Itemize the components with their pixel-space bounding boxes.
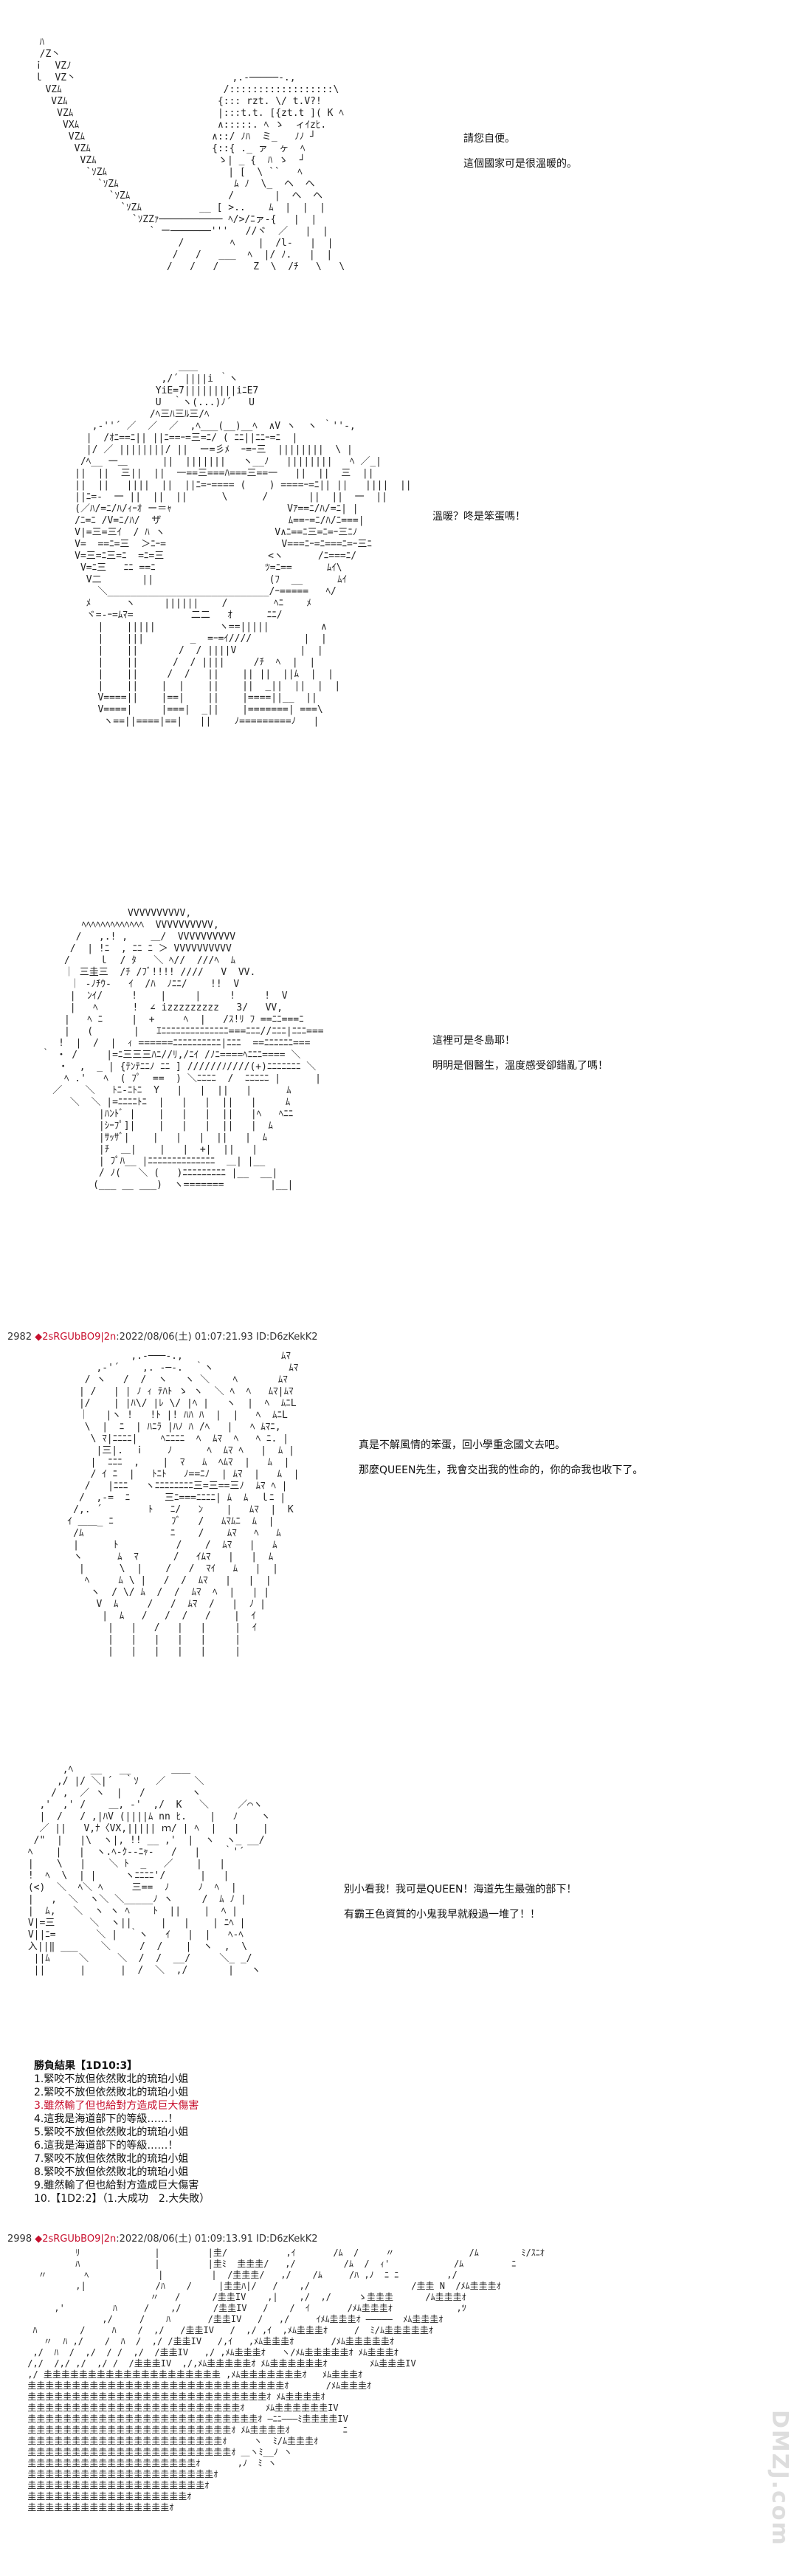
dialog-line: 那麼QUEEN先生，我會交出我的性命的，你的命我也收下了。 <box>359 1464 644 1476</box>
dialog-block: 溫暖？咚是笨蛋嗎！ <box>432 509 525 534</box>
result-item: 6.這我是海道部下的等級……！ <box>34 2140 179 2152</box>
result-item: 4.這我是海道部下的等級……！ <box>34 2113 179 2125</box>
post-header: 2998 ◆2sRGUbBO9|2n:2022/08/06(土) 01:09:1… <box>7 2231 318 2245</box>
post-header: 2982 ◆2sRGUbBO9|2n:2022/08/06(土) 01:07:2… <box>7 1329 318 1343</box>
ascii-art-hooded-figure: VVVVVVVVVV, ﾍﾍﾍﾍﾍﾍﾍﾍﾍﾍﾍﾍﾍ VVVVVVVVVV, / … <box>41 908 324 1191</box>
result-item: 8.緊咬不放但依然敗北的琉珀小姐 <box>34 2166 189 2178</box>
ascii-art-impact-effect: ﾘ | |圭/ ,ｲ /ﾑ / 〃 /ﾑ ﾐ/ｽﾆｵ ﾊ | |圭ﾐ 圭圭圭/ … <box>27 2248 545 2513</box>
panel-1: ﾊ /Z丶 ｉ VZﾉ ｌ VZ丶 ,.-─────-., VZﾑ /:::::… <box>0 0 797 347</box>
dialog-line: 明明是個醫生，溫度感受卻錯亂了嗎！ <box>432 1060 608 1072</box>
dialog-line: 有霸王色資質的小鬼我早就殺過一堆了！！ <box>344 1909 540 1921</box>
dice-results: 勝負結果【1D10:3】 1.緊咬不放但依然敗北的琉珀小姐 2.緊咬不放但依然敗… <box>34 2059 210 2205</box>
ascii-art-sword-figure: ﾊ /Z丶 ｉ VZﾉ ｌ VZ丶 ,.-─────-., VZﾑ /:::::… <box>33 37 345 272</box>
result-item: 7.緊咬不放但依然敗北的琉珀小姐 <box>34 2153 189 2165</box>
panel-4: ,.-───-., ﾑﾏ ,-'´ ,. -─-. ｀ヽ ﾑﾏ / ヽ / / … <box>0 1351 797 1764</box>
panel-2: ＿＿ ,/´ ||||i ｀ヽ YiE=7|||||||||iﾆE7 U ｀ヽ(… <box>0 354 797 915</box>
post-number: 2998 <box>7 2234 32 2245</box>
poster-tripcode: ◆2sRGUbBO9|2n <box>35 1332 117 1343</box>
dialog-line: 溫暖？咚是笨蛋嗎！ <box>432 511 525 523</box>
panel-3: VVVVVVVVVV, ﾍﾍﾍﾍﾍﾍﾍﾍﾍﾍﾍﾍﾍ VVVVVVVVVV, / … <box>0 908 797 1321</box>
dialog-block: 請您自便。 這個國家可是很溫暖的。 <box>463 131 577 182</box>
post-timestamp: :2022/08/06(土) 01:09:13.91 ID:D6zKekK2 <box>116 2234 318 2245</box>
panel-5: ,ﾍ __ __ ＿＿ ,/ |/ ＼|´ ｀ｿ ／ ＼ / , ／ ヽ | /… <box>0 1764 797 2045</box>
dialog-block: 這裡可是冬島耶！ 明明是個醫生，溫度感受卻錯亂了嗎！ <box>432 1033 608 1084</box>
result-item: 5.緊咬不放但依然敗北的琉珀小姐 <box>34 2126 189 2138</box>
dialog-line: 別小看我！我可是QUEEN！海道先生最強的部下！ <box>344 1884 577 1895</box>
dialog-block: 真是不解風情的笨蛋，回小學重念國文去吧。 那麼QUEEN先生，我會交出我的性命的… <box>359 1438 643 1488</box>
dialog-line: 真是不解風情的笨蛋，回小學重念國文去吧。 <box>359 1439 565 1451</box>
post-timestamp: :2022/08/06(土) 01:07:21.93 ID:D6zKekK2 <box>116 1332 318 1343</box>
results-title: 勝負結果【1D10:3】 <box>34 2060 138 2072</box>
ascii-art-queen-figure: ,ﾍ __ __ ＿＿ ,/ |/ ＼|´ ｀ｿ ／ ＼ / , ／ ヽ | /… <box>27 1764 271 1976</box>
poster-tripcode: ◆2sRGUbBO9|2n <box>35 2234 117 2245</box>
result-item-highlighted: 3.雖然輸了但也給對方造成巨大傷害 <box>34 2100 199 2112</box>
result-item: 1.緊咬不放但依然敗北的琉珀小姐 <box>34 2073 189 2085</box>
dialog-line: 請您自便。 <box>463 133 515 145</box>
result-item: 10.【1D2:2】（1.大成功 2.大失敗） <box>34 2193 210 2205</box>
post-number: 2982 <box>7 1332 32 1343</box>
site-watermark: DMZJ.com <box>767 2410 793 2546</box>
panel-6: ﾘ | |圭/ ,ｲ /ﾑ / 〃 /ﾑ ﾐ/ｽﾆｵ ﾊ | |圭ﾐ 圭圭圭/ … <box>0 2248 797 2576</box>
result-item: 9.雖然輸了但也給對方造成巨大傷害 <box>34 2180 199 2191</box>
dialog-block: 別小看我！我可是QUEEN！海道先生最強的部下！ 有霸王色資質的小鬼我早就殺過一… <box>344 1882 576 1932</box>
ascii-art-muscular-figure: ＿＿ ,/´ ||||i ｀ヽ YiE=7|||||||||iﾆE7 U ｀ヽ(… <box>75 362 412 727</box>
dialog-line: 這個國家可是很溫暖的。 <box>463 158 577 170</box>
dialog-line: 這裡可是冬島耶！ <box>432 1035 515 1047</box>
ascii-art-coat-figure: ,.-───-., ﾑﾏ ,-'´ ,. -─-. ｀ヽ ﾑﾏ / ヽ / / … <box>67 1351 300 1657</box>
result-item: 2.緊咬不放但依然敗北的琉珀小姐 <box>34 2087 189 2098</box>
